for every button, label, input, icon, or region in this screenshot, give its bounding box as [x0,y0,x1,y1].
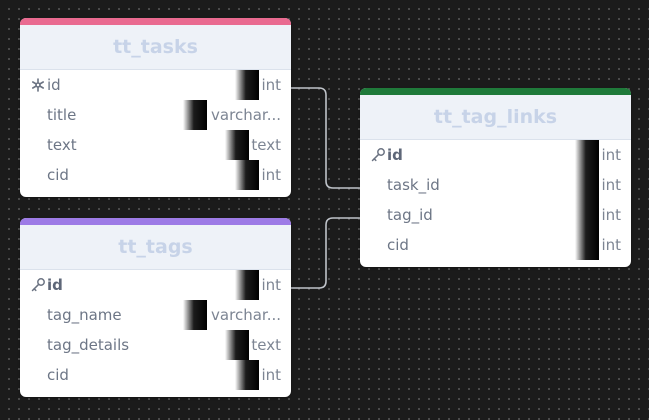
type-shade [225,130,249,160]
column-name: id [47,76,61,94]
column-type: int [261,276,281,294]
type-shade [235,160,259,190]
column-row-title[interactable]: title varchar... [20,100,291,130]
type-shade [575,170,599,200]
connector-tags-to-tag-id [291,217,360,289]
table-title[interactable]: tt_tasks [20,25,291,70]
table-color-bar [20,18,291,25]
column-row-id[interactable]: id int [20,270,291,300]
type-shade [235,70,259,100]
key-icon [31,278,45,292]
type-shade [575,230,599,260]
type-shade [183,300,207,330]
column-name: cid [387,236,409,254]
connector-tasks-to-task-id [291,87,360,189]
type-shade [183,100,207,130]
column-type: int [601,206,621,224]
column-row-tag-id[interactable]: tag_id int [360,200,631,230]
table-color-bar [360,88,631,95]
type-shade [225,330,249,360]
column-row-cid[interactable]: cid int [20,160,291,190]
column-type: int [601,146,621,164]
column-type: varchar... [211,106,281,124]
column-name: tag_id [387,206,433,224]
column-type: text [251,336,281,354]
column-row-text[interactable]: text text [20,130,291,160]
column-row-tag-name[interactable]: tag_name varchar... [20,300,291,330]
table-title[interactable]: tt_tags [20,225,291,270]
column-name: title [47,106,77,124]
column-type: text [251,136,281,154]
column-type: int [261,166,281,184]
column-row-id[interactable]: id int [20,70,291,100]
type-shade [575,200,599,230]
column-type: int [261,76,281,94]
column-row-id[interactable]: id int [360,140,631,170]
column-row-task-id[interactable]: task_id int [360,170,631,200]
column-row-cid[interactable]: cid int [360,230,631,260]
type-shade [575,140,599,170]
type-shade [235,360,259,390]
table-color-bar [20,218,291,225]
column-type: int [601,236,621,254]
column-name: tag_details [47,336,130,354]
column-name: text [47,136,77,154]
column-name: cid [47,166,69,184]
column-row-cid[interactable]: cid int [20,360,291,390]
column-name: id [47,276,63,294]
table-tt-tags[interactable]: tt_tags id int tag_name varchar... tag_d… [20,218,291,397]
column-type: int [261,366,281,384]
column-type: int [601,176,621,194]
column-name: cid [47,366,69,384]
snowflake-icon [31,78,44,92]
column-row-tag-details[interactable]: tag_details text [20,330,291,360]
table-tt-tasks[interactable]: tt_tasks id int title varchar... text te… [20,18,291,197]
column-type: varchar... [211,306,281,324]
column-name: tag_name [47,306,122,324]
key-icon [371,148,385,162]
table-tt-tag-links[interactable]: tt_tag_links id int task_id int tag_id i… [360,88,631,267]
type-shade [235,270,259,300]
column-name: id [387,146,403,164]
table-title[interactable]: tt_tag_links [360,95,631,140]
column-name: task_id [387,176,440,194]
